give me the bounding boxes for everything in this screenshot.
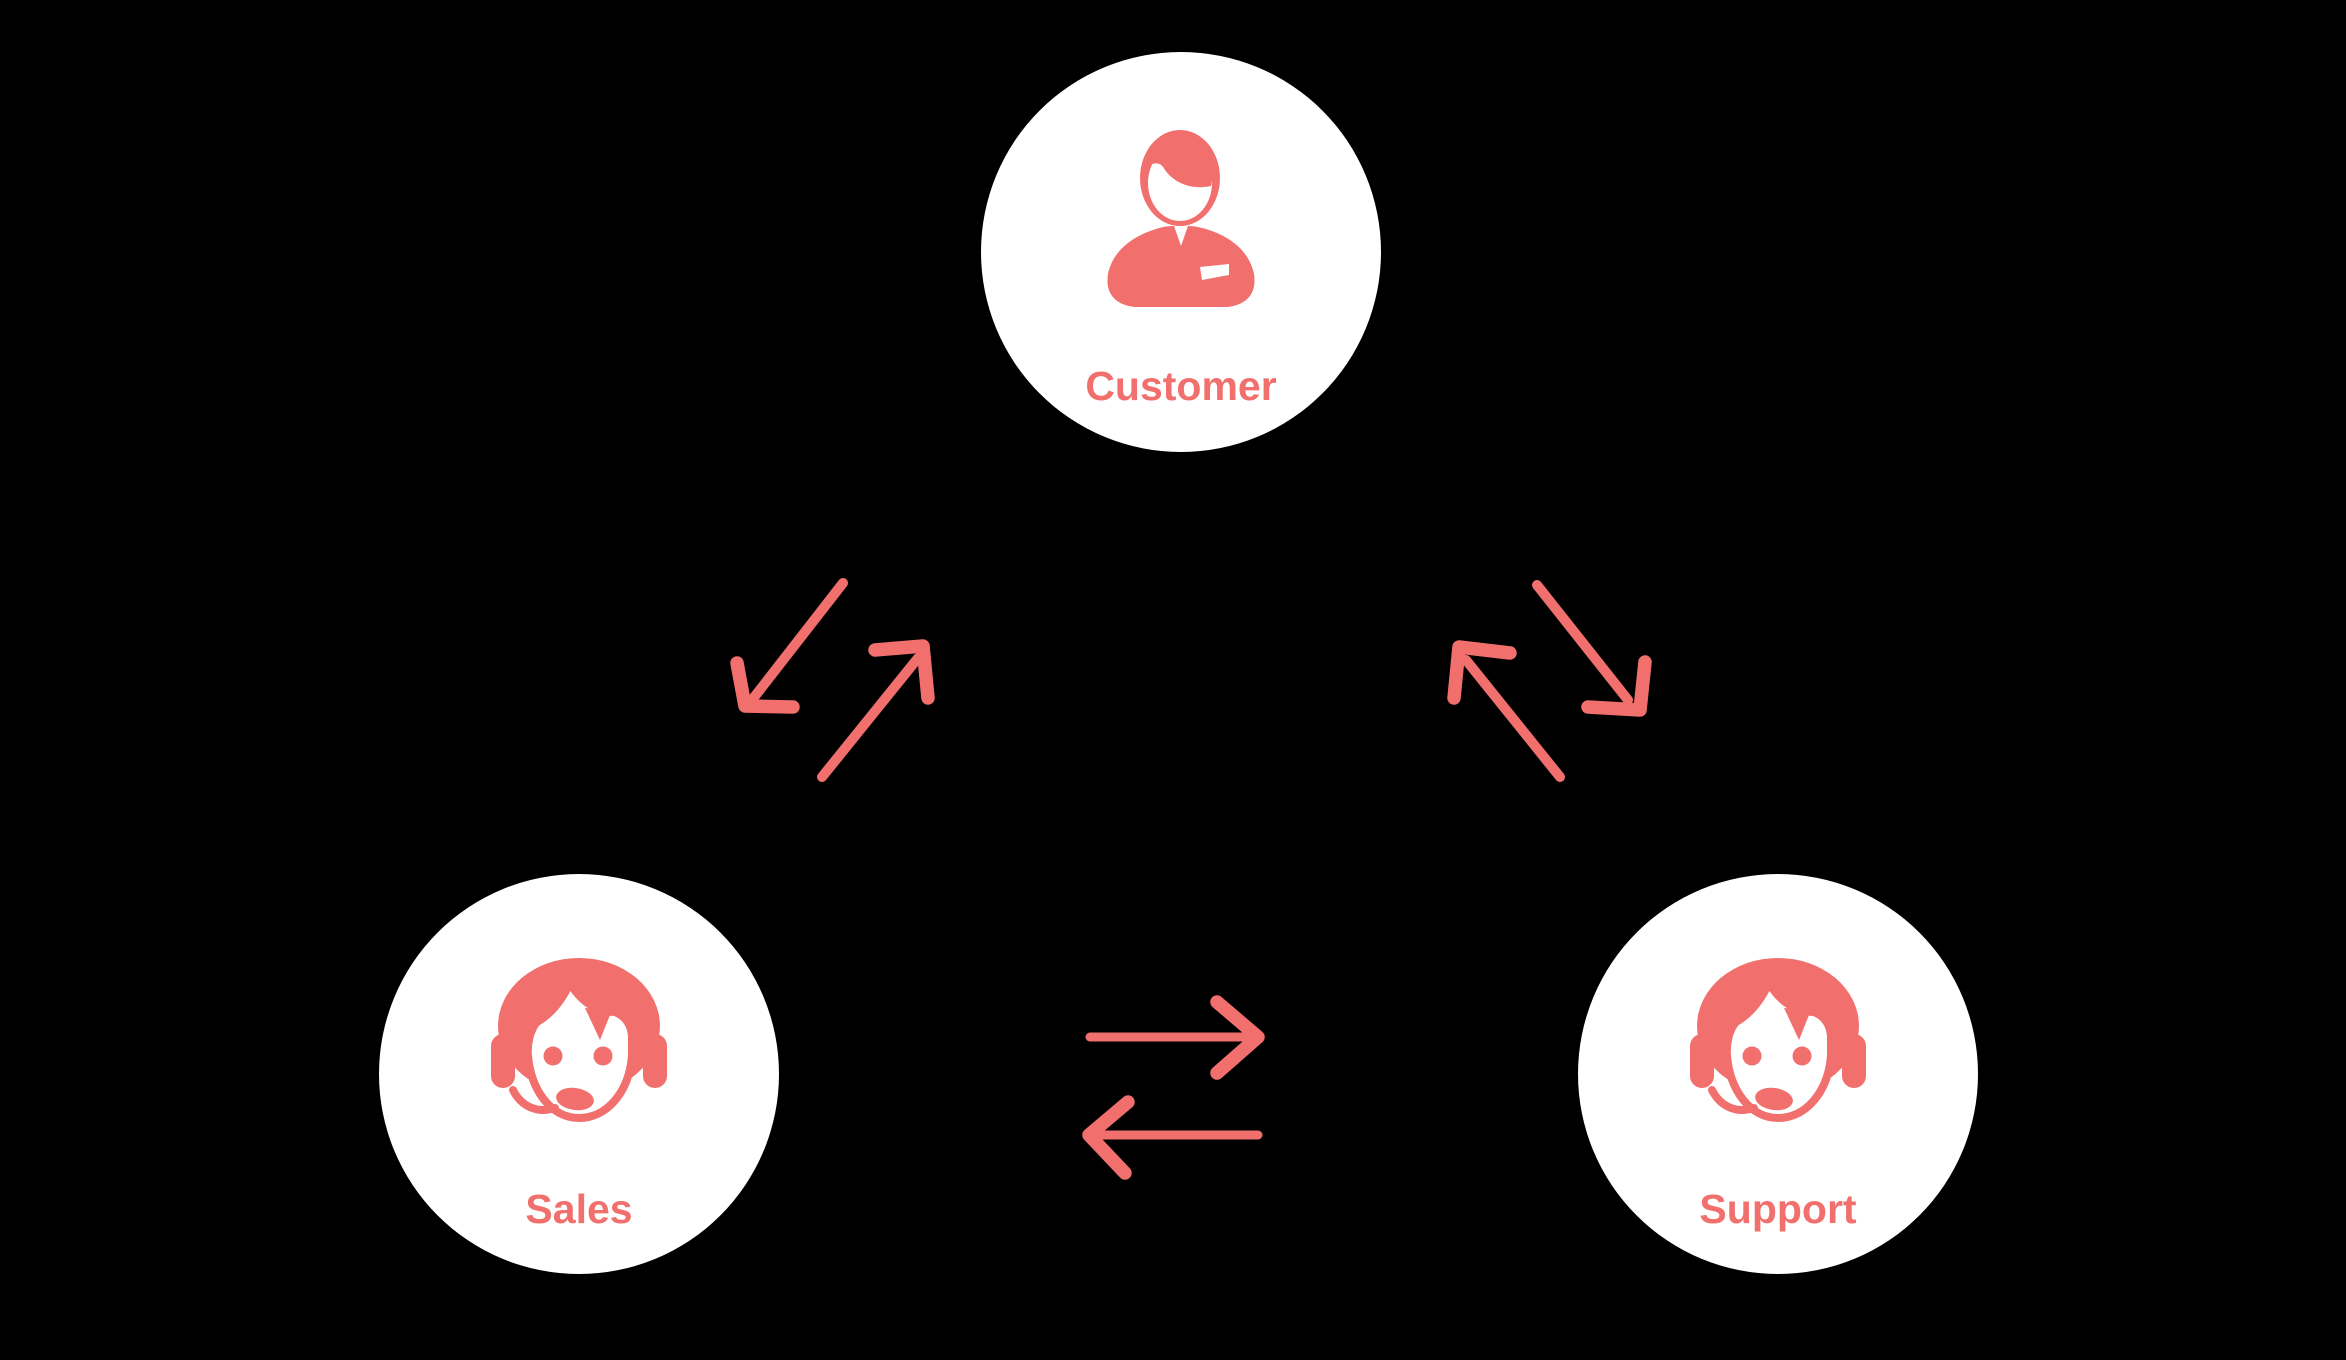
agent-hair-fringe: [1784, 1008, 1811, 1040]
sales-agent-headset-icon: [491, 958, 667, 1123]
agent-left-eye: [1742, 1046, 1762, 1066]
microphone-capsule: [1755, 1087, 1793, 1111]
customer-pocket-shape: [1200, 264, 1229, 280]
customer-hair-shape: [1148, 134, 1213, 188]
arrow-customer-to-sales-icon: [730, 578, 848, 714]
microphone-boom: [509, 1086, 559, 1114]
agent-right-eye: [593, 1046, 613, 1066]
microphone-capsule: [556, 1087, 594, 1111]
node-sales: Sales: [379, 874, 779, 1274]
arrow-sales-to-support-icon: [1085, 995, 1265, 1080]
node-label-customer: Customer: [1085, 363, 1277, 409]
arrow-customer-to-support-icon: [1532, 580, 1652, 717]
agent-left-eye: [543, 1046, 563, 1066]
customer-person-icon: [1107, 130, 1255, 307]
customer-body-shape: [1107, 226, 1255, 307]
arrow-support-to-customer-icon: [1447, 640, 1565, 782]
headset-right-earpiece: [1842, 1034, 1866, 1088]
agent-right-eye: [1792, 1046, 1812, 1066]
headset-right-earpiece: [643, 1034, 667, 1088]
arrow-sales-to-customer-icon: [817, 639, 935, 782]
headset-left-earpiece: [1690, 1034, 1714, 1088]
agent-hair-fringe: [585, 1008, 612, 1040]
node-label-sales: Sales: [525, 1186, 633, 1232]
headset-left-earpiece: [491, 1034, 515, 1088]
node-support: Support: [1578, 874, 1978, 1274]
support-agent-headset-icon: [1690, 958, 1866, 1123]
node-label-support: Support: [1699, 1186, 1857, 1232]
arrow-support-to-sales-icon: [1082, 1095, 1263, 1180]
microphone-boom: [1708, 1086, 1758, 1114]
node-customer: Customer: [981, 52, 1381, 452]
